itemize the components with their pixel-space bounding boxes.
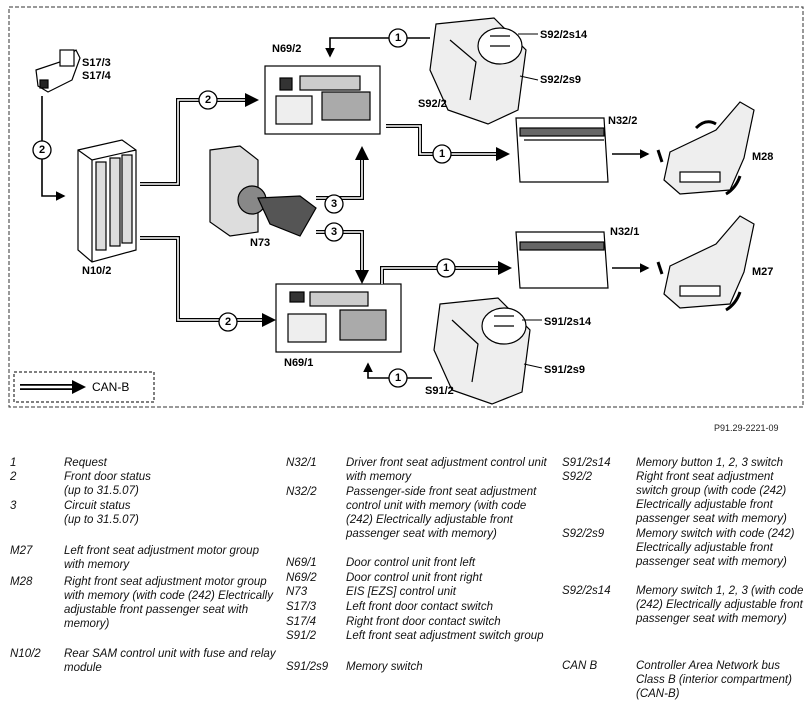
wiring-diagram: S17/3 S17/4 N10/2 2 N69/2 N69/1 N73 (8, 6, 804, 408)
door-contact-switch-graphic (35, 49, 81, 93)
legend-code: N10/2 (10, 648, 41, 660)
label-s91-2s9: S91/2s9 (544, 364, 585, 376)
door-control-unit-right-graphic (264, 65, 381, 135)
legend-description: EIS [EZS] control unit (346, 586, 456, 598)
label-s92-2: S92/2 (418, 98, 447, 110)
legend-description: Driver front seat adjustment control uni… (346, 457, 547, 483)
legend-code: N73 (286, 586, 308, 598)
legend-description: Memory switch 1, 2, 3 (with code (242) E… (636, 585, 804, 625)
legend-description: Left front seat adjustment switch group (346, 630, 544, 642)
marker-2-s17: 2 (39, 144, 45, 156)
legend-code: N32/1 (286, 457, 317, 469)
figure-reference: P91.29-2221-09 (714, 423, 779, 433)
legend-description: Right front seat adjustment motor group … (64, 576, 273, 630)
label-n69-1: N69/1 (284, 357, 313, 369)
marker-2-right: 2 (205, 94, 211, 106)
legend-code: S91/2s9 (286, 661, 329, 673)
legend-code: S91/2s14 (562, 457, 611, 469)
legend-code: 3 (10, 500, 17, 512)
legend-code: S91/2 (286, 630, 317, 642)
legend-code: S92/2s14 (562, 585, 611, 597)
label-m27: M27 (752, 266, 773, 278)
label-m28: M28 (752, 151, 773, 163)
legend-code: S92/2s9 (562, 528, 605, 540)
can-b-arrowheads (245, 93, 512, 327)
marker-2-left: 2 (225, 316, 231, 328)
ignition-switch-graphic (209, 145, 317, 237)
label-n69-2: N69/2 (272, 43, 301, 55)
legend-code: 2 (10, 471, 17, 483)
sam-unit-graphic (77, 139, 137, 263)
legend-code: CAN B (562, 660, 598, 672)
legend-description: Right front seat adjustment switch group… (636, 471, 787, 525)
legend-description: Request (64, 457, 107, 469)
label-n32-1: N32/1 (610, 226, 639, 238)
label-s17-4: S17/4 (82, 70, 112, 82)
left-seat-switch-graphic (433, 297, 531, 405)
legend-code: M27 (10, 545, 33, 557)
legend-code: M28 (10, 576, 33, 588)
label-s92-2s9: S92/2s9 (540, 74, 581, 86)
label-s17-3: S17/3 (82, 57, 111, 69)
legend-description: Door control unit front left (346, 557, 476, 569)
driver-seat-control-unit-graphic (515, 231, 609, 289)
legend-description: Front door status (up to 31.5.07) (64, 471, 151, 497)
right-seat-switch-graphic (429, 17, 527, 125)
legend-description: Passenger-side front seat adjustment con… (346, 486, 537, 540)
legend-code: N32/2 (286, 486, 317, 498)
marker-1-request-right: 1 (395, 32, 401, 44)
label-n10-2: N10/2 (82, 265, 111, 277)
left-seat-motor-graphic (656, 215, 755, 312)
diagram-frame (8, 6, 804, 408)
legend-code: S17/4 (286, 616, 317, 628)
legend-description: Rear SAM control unit with fuse and rela… (64, 648, 276, 674)
legend-description: Door control unit front right (346, 572, 483, 584)
legend-description: Left front door contact switch (346, 601, 494, 613)
legend-code: S17/3 (286, 601, 317, 613)
marker-1-n32-1: 1 (443, 262, 449, 274)
legend-code: N69/2 (286, 572, 317, 584)
legend-code: S92/2 (562, 471, 593, 483)
marker-1-n32-2: 1 (439, 148, 445, 160)
legend-description: Memory button 1, 2, 3 switch (636, 457, 784, 469)
marker-circles (198, 28, 456, 388)
label-n73: N73 (250, 237, 270, 249)
legend-description: Right front door contact switch (346, 616, 501, 628)
legend-code: N69/1 (286, 557, 317, 569)
legend-description: Circuit status (up to 31.5.07) (64, 500, 139, 526)
label-n32-2: N32/2 (608, 115, 637, 127)
passenger-seat-control-unit-graphic (515, 117, 609, 183)
legend-description: Memory switch (346, 661, 423, 673)
legend-description: Memory switch with code (242) Electrical… (636, 528, 795, 568)
label-s92-2s14: S92/2s14 (540, 29, 588, 41)
legend-description: Left front seat adjustment motor group w… (64, 545, 259, 571)
marker-3-left: 3 (331, 226, 337, 238)
door-control-unit-left-graphic (275, 283, 402, 353)
legend-code: 1 (10, 457, 17, 469)
label-s91-2s14: S91/2s14 (544, 316, 592, 328)
can-b-key-box (13, 371, 155, 403)
marker-3-right: 3 (331, 198, 337, 210)
marker-1-request-left: 1 (395, 372, 401, 384)
legend-description: Controller Area Network bus Class B (int… (636, 660, 792, 700)
can-b-key-label: CAN-B (92, 380, 129, 394)
label-s91-2: S91/2 (425, 385, 454, 397)
right-seat-motor-graphic (656, 101, 755, 196)
